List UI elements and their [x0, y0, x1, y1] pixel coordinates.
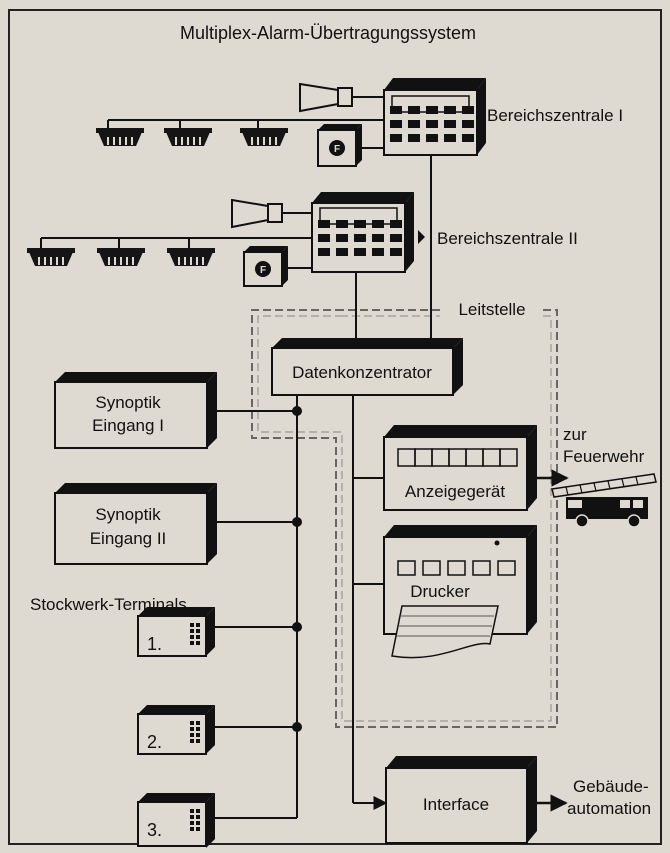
connection-lines: [40, 96, 432, 819]
smoke-detector-icon: [166, 247, 216, 267]
junction-dots: [292, 406, 302, 732]
drucker-box: [383, 525, 537, 659]
interface-box: [385, 756, 537, 844]
terminal-1: [137, 607, 215, 657]
bereichszentrale-2-label: Bereichszentrale II: [437, 229, 578, 248]
anzeigegeraet-box: [383, 425, 537, 511]
smoke-detector-icon: [96, 247, 146, 267]
terminal-2-label: 2.: [147, 732, 162, 752]
interface-label: Interface: [423, 795, 489, 814]
smoke-detector-icon: [95, 127, 145, 147]
svg-text:F: F: [334, 144, 340, 155]
bereichszentrale-1-unit: [383, 78, 486, 156]
terminal-1-label: 1.: [147, 634, 162, 654]
svg-text:F: F: [260, 265, 266, 276]
feuerwehr-label-line1: zur: [563, 425, 587, 444]
smoke-detector-icon: [163, 127, 213, 147]
terminal-3: [137, 793, 215, 848]
synoptik-2-subtitle: Eingang II: [90, 529, 167, 548]
leitstelle-label: Leitstelle: [458, 300, 525, 319]
datenkonzentrator-box: [271, 338, 463, 396]
smoke-detector-icon: [239, 127, 289, 147]
anzeigegeraet-label: Anzeigegerät: [405, 482, 505, 501]
smoke-detector-icon: [26, 247, 76, 267]
bereichszentrale-2-unit: [311, 192, 414, 273]
synoptik-2-title: Synoptik: [95, 505, 161, 524]
feuerwehr-label-line2: Feuerwehr: [563, 447, 645, 466]
fire-truck-icon: [551, 473, 657, 528]
terminal-2: [137, 705, 215, 755]
bereichszentrale-1-label: Bereichszentrale I: [487, 106, 623, 125]
drucker-label: Drucker: [410, 582, 470, 601]
synoptik-1-title: Synoptik: [95, 393, 161, 412]
alarm-horn-icon: [299, 82, 353, 113]
bereich2-pointer: [418, 230, 425, 244]
fire-button-icon: F: [243, 246, 288, 287]
synoptik-2-box: [54, 483, 217, 565]
terminal-3-label: 3.: [147, 820, 162, 840]
diagram-title: Multiplex-Alarm-Übertragungssystem: [180, 23, 476, 43]
outer-frame: [8, 9, 662, 845]
leitstelle-boundary: [251, 309, 558, 728]
gebaeude-label-line2: automation: [567, 799, 651, 818]
alarm-horn-icon: [231, 198, 283, 229]
synoptik-1-subtitle: Eingang I: [92, 416, 164, 435]
fire-button-icon: F: [317, 124, 362, 167]
gebaeude-label-line1: Gebäude-: [573, 777, 649, 796]
datenkonzentrator-label: Datenkonzentrator: [292, 363, 432, 382]
synoptik-1-box: [54, 372, 217, 449]
